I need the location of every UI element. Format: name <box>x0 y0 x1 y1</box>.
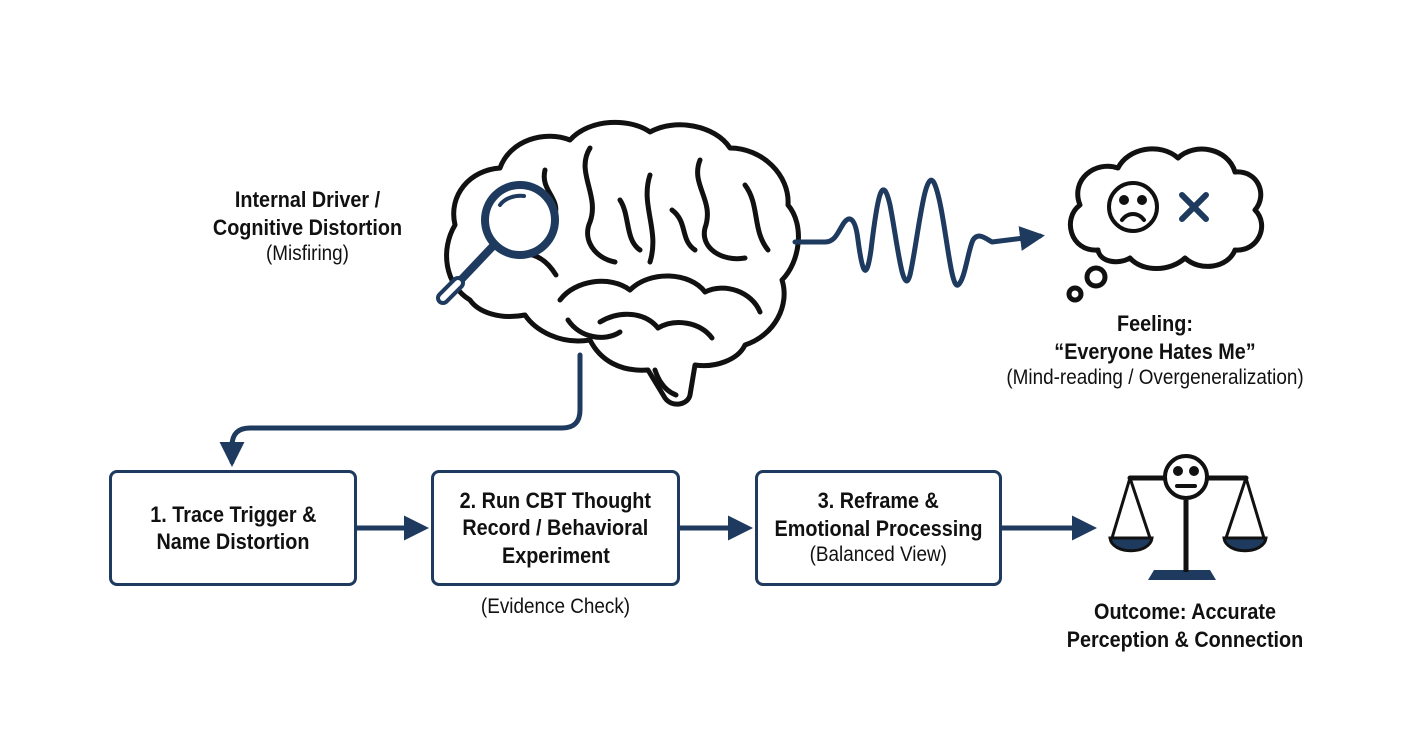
feeling-title: Feeling: <box>1117 311 1193 336</box>
brain-icon <box>444 119 801 407</box>
driver-title-line2: Cognitive Distortion <box>212 214 403 240</box>
balance-scale-icon <box>1108 475 1268 580</box>
neutral-face-icon <box>1163 454 1209 500</box>
step-3-line1: 3. Reframe & <box>817 488 940 514</box>
driver-note: (Misfiring) <box>266 242 349 265</box>
step-3-note: (Balanced View) <box>809 543 948 567</box>
outcome-label: Outcome: Accurate Perception & Connectio… <box>1040 598 1330 653</box>
feeling-label: Feeling: “Everyone Hates Me” (Mind-readi… <box>950 310 1360 391</box>
step-1-line2: Name Distortion <box>156 529 310 554</box>
x-mark-icon <box>1179 192 1209 222</box>
driver-label: Internal Driver / Cognitive Distortion (… <box>180 186 435 267</box>
step-2-line3: Experiment <box>501 542 610 568</box>
step-3-line2: Emotional Processing <box>774 515 983 541</box>
step-2-note: (Evidence Check) <box>480 595 631 618</box>
sad-face-icon <box>1107 181 1159 233</box>
magnifier-icon <box>436 181 559 305</box>
outcome-line1: Outcome: Accurate <box>1094 599 1276 624</box>
thought-cloud-icon <box>1066 146 1265 303</box>
step-2-line1: 2. Run CBT Thought <box>459 487 652 513</box>
feeling-note: (Mind-reading / Overgeneralization) <box>1006 366 1304 389</box>
step-2-line2: Record / Behavioral <box>462 515 649 541</box>
step-2-box: 2. Run CBT Thought Record / Behavioral E… <box>431 470 680 586</box>
step-1-box: 1. Trace Trigger & Name Distortion <box>109 470 357 586</box>
outcome-line2: Perception & Connection <box>1066 626 1304 652</box>
wave-signal-icon <box>792 178 1045 288</box>
brain-to-step1-arrow <box>219 352 583 467</box>
driver-title-line1: Internal Driver / <box>234 187 381 212</box>
step-3-box: 3. Reframe & Emotional Processing (Balan… <box>755 470 1002 586</box>
step-1-line1: 1. Trace Trigger & <box>149 501 317 527</box>
feeling-quote: “Everyone Hates Me” <box>1054 338 1256 364</box>
